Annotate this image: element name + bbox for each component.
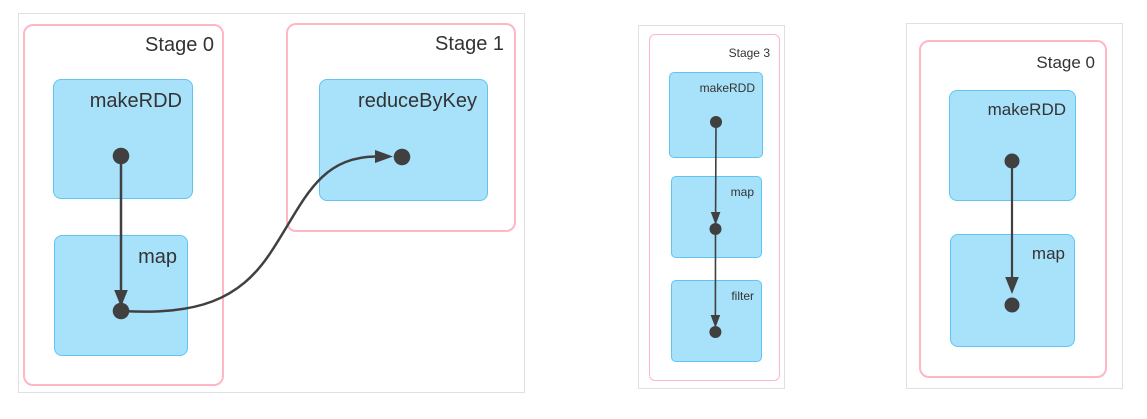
- arrowhead-down: [114, 290, 128, 307]
- edges-layer: [709, 116, 722, 338]
- edge-map-reducebykey: [120, 155, 377, 313]
- stage-label[interactable]: Stage 0: [1036, 53, 1095, 72]
- rdd-node-makerdd[interactable]: makeRDD: [53, 79, 193, 199]
- stage-label[interactable]: Stage 3: [728, 46, 770, 60]
- stage-label[interactable]: Stage 0: [145, 34, 214, 56]
- rdd-dot-makerdd[interactable]: [710, 116, 722, 128]
- arrowhead-down: [1005, 277, 1019, 294]
- rdd-dot-map[interactable]: [112, 302, 130, 320]
- edges-layer: [1004, 153, 1020, 313]
- arrowhead-down: [710, 212, 721, 225]
- stage-cluster-stage0[interactable]: Stage 0: [919, 40, 1107, 378]
- rdd-dot-reducebykey[interactable]: [393, 148, 411, 166]
- stage-cluster-stage3[interactable]: Stage 3: [649, 34, 780, 381]
- stage-cluster-stage0[interactable]: Stage 0: [23, 24, 224, 386]
- rdd-dot-map[interactable]: [709, 223, 722, 235]
- stage-cluster-stage1[interactable]: Stage 1: [286, 23, 516, 232]
- arrowhead-right: [375, 150, 393, 163]
- rdd-dot-filter[interactable]: [709, 326, 722, 338]
- dag-panel-job-left: Stage 0 Stage 1 makeRDD map reduceByKey: [18, 13, 525, 393]
- arrowhead-down: [710, 315, 721, 328]
- edges-layer: [112, 147, 411, 320]
- dag-panel-job-middle: Stage 3 makeRDD map filter: [638, 25, 785, 389]
- rdd-node-filter[interactable]: filter: [671, 280, 762, 362]
- rdd-node-reducebykey[interactable]: reduceByKey: [319, 79, 488, 201]
- rdd-dot-makerdd[interactable]: [112, 147, 130, 165]
- rdd-dot-makerdd[interactable]: [1004, 153, 1020, 169]
- stage-label[interactable]: Stage 1: [435, 33, 504, 55]
- dag-panel-job-right: Stage 0 makeRDD map: [906, 23, 1123, 389]
- rdd-dot-map[interactable]: [1004, 297, 1020, 313]
